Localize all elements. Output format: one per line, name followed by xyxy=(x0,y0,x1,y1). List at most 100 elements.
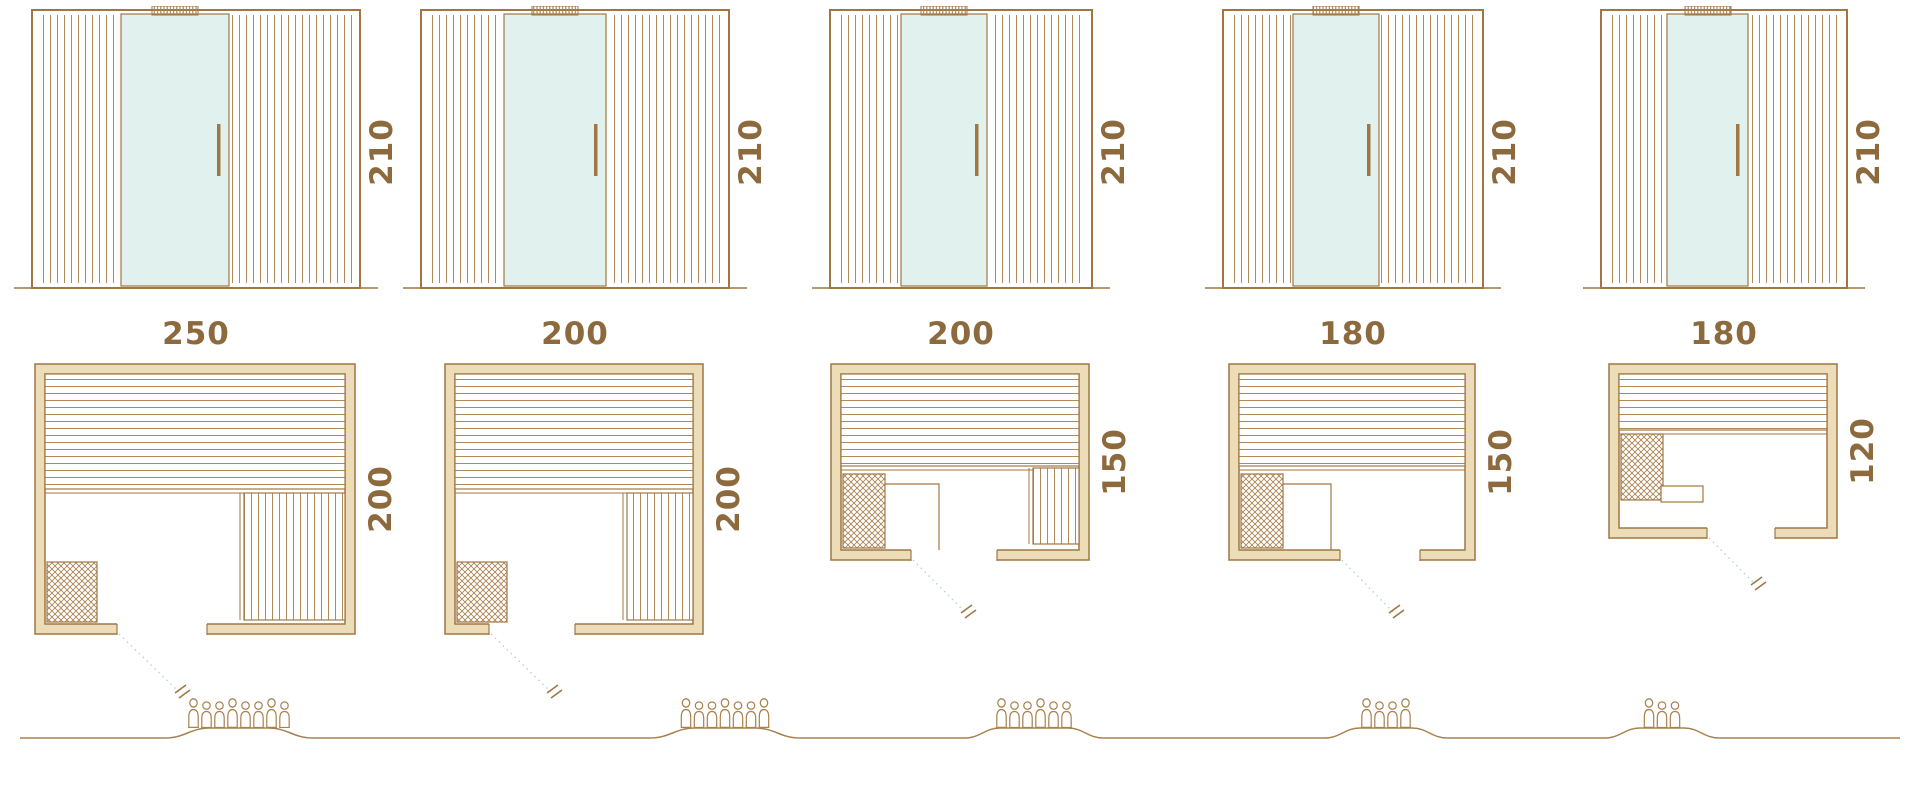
door-handle xyxy=(975,124,979,176)
door-opening xyxy=(1340,547,1420,563)
capacity-group-3 xyxy=(995,698,1073,728)
depth-dimension-2: 200 xyxy=(711,465,747,533)
right-wall-slats xyxy=(608,15,723,283)
ground-line xyxy=(20,727,1900,739)
floor-plan-5: 180 120 xyxy=(1605,316,1881,616)
capacity-group-1 xyxy=(187,698,291,728)
person-icon xyxy=(266,698,277,728)
width-dimension-4: 180 xyxy=(1319,316,1387,352)
roof-vent xyxy=(1312,5,1360,16)
person-icon xyxy=(1048,701,1059,728)
person-icon xyxy=(1009,701,1020,728)
door-opening xyxy=(489,620,575,638)
person-icon xyxy=(1387,701,1398,728)
upper-bench xyxy=(1238,373,1466,467)
height-dimension-1: 210 xyxy=(364,118,400,186)
left-wall-slats xyxy=(38,15,119,283)
person-icon xyxy=(1669,701,1681,728)
right-wall-slats xyxy=(231,15,354,283)
elevation-drawing-4 xyxy=(1205,5,1501,289)
width-dimension-2: 200 xyxy=(541,316,609,352)
glass-door xyxy=(1292,13,1380,287)
floor-plan-drawing-4 xyxy=(1228,363,1476,619)
left-wall-slats xyxy=(836,15,899,283)
glass-door xyxy=(1666,13,1749,287)
door-leaf xyxy=(1388,604,1405,619)
person-icon xyxy=(253,701,264,728)
glass-door xyxy=(900,13,988,287)
lower-bench-step xyxy=(1660,485,1704,503)
roof-vent xyxy=(151,5,199,16)
lower-bench-step xyxy=(1283,483,1332,550)
door-opening xyxy=(117,620,207,638)
floor-plan-2: 200 200 xyxy=(441,316,747,716)
person-icon xyxy=(996,698,1007,728)
person-icon xyxy=(214,701,225,728)
heater xyxy=(456,561,508,623)
upper-bench xyxy=(44,373,346,490)
depth-dimension-1: 200 xyxy=(363,465,399,533)
person-icon xyxy=(188,698,199,728)
side-bench xyxy=(243,492,346,621)
capacity-group-5 xyxy=(1643,698,1682,728)
door-leaf xyxy=(546,684,563,699)
heater xyxy=(1620,433,1664,501)
person-icon xyxy=(693,701,705,728)
roof-vent xyxy=(531,5,579,16)
left-wall-slats xyxy=(1229,15,1291,283)
person-icon xyxy=(1061,701,1072,728)
person-icon xyxy=(1361,698,1372,728)
elevation-view-2: 210 xyxy=(401,5,769,300)
door-opening xyxy=(911,547,997,563)
person-icon xyxy=(1656,701,1668,728)
door-opening xyxy=(1707,525,1775,541)
width-dimension-3: 200 xyxy=(927,316,995,352)
left-wall-slats xyxy=(427,15,502,283)
elevation-view-4: 210 xyxy=(1203,5,1523,300)
floor-plan-drawing-1 xyxy=(34,363,356,699)
person-icon xyxy=(758,698,770,728)
roof-vent xyxy=(1684,5,1732,16)
glass-door xyxy=(120,13,230,287)
elevation-drawing-1 xyxy=(14,5,378,289)
side-bench xyxy=(1032,467,1080,545)
upper-bench xyxy=(840,373,1080,467)
height-dimension-2: 210 xyxy=(733,118,769,186)
person-icon xyxy=(719,698,731,728)
floor-plan-1: 250 200 xyxy=(31,316,399,716)
upper-bench xyxy=(454,373,694,490)
elevation-view-5: 210 xyxy=(1581,5,1887,300)
floor-plan-drawing-2 xyxy=(444,363,704,699)
heater xyxy=(46,561,98,623)
person-icon xyxy=(201,701,212,728)
door-leaf xyxy=(960,604,977,619)
person-icon xyxy=(732,701,744,728)
floor-plan-drawing-5 xyxy=(1608,363,1838,591)
person-icon xyxy=(1022,701,1033,728)
door-swing-line xyxy=(118,633,180,693)
elevation-view-3: 210 xyxy=(810,5,1132,300)
person-icon xyxy=(1035,698,1046,728)
width-dimension-5: 180 xyxy=(1690,316,1758,352)
door-swing-line xyxy=(1708,537,1756,585)
door-handle xyxy=(1367,124,1371,176)
door-leaf xyxy=(1750,576,1767,591)
elevation-drawing-5 xyxy=(1583,5,1865,289)
door-leaf xyxy=(174,684,191,699)
right-wall-slats xyxy=(1750,15,1841,283)
person-icon xyxy=(1643,698,1655,728)
door-handle xyxy=(594,124,598,176)
door-swing-line xyxy=(490,633,552,693)
door-handle xyxy=(1736,124,1740,176)
left-wall-slats xyxy=(1607,15,1665,283)
person-icon xyxy=(706,701,718,728)
elevation-view-1: 210 xyxy=(12,5,400,300)
capacity-group-2 xyxy=(680,698,771,728)
side-bench xyxy=(626,492,694,621)
depth-dimension-3: 150 xyxy=(1097,428,1133,496)
floor-plan-3: 200 150 xyxy=(827,316,1133,642)
person-icon xyxy=(1400,698,1411,728)
height-dimension-3: 210 xyxy=(1096,118,1132,186)
door-swing-line xyxy=(1341,559,1394,613)
elevation-drawing-3 xyxy=(812,5,1110,289)
